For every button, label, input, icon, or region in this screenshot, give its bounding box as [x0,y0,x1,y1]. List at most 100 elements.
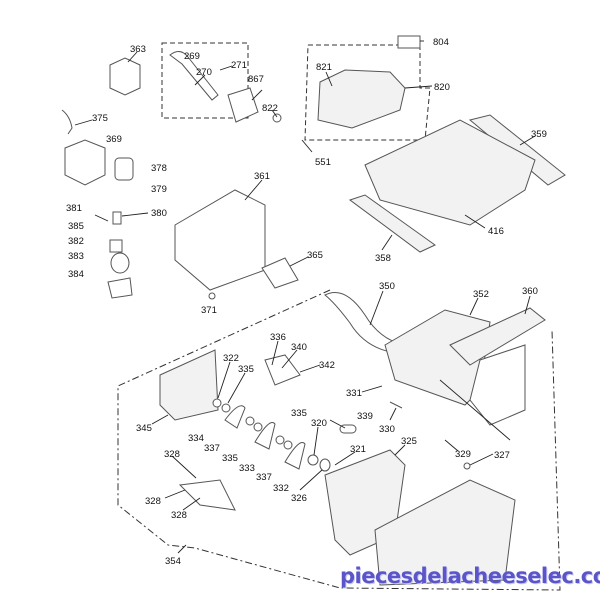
callout: 867 [248,74,264,85]
part-335b [253,422,263,432]
part-365 [261,257,299,289]
leader-line [194,74,206,86]
part-360-side [469,344,526,426]
part-358 [348,194,436,253]
callout: 337 [256,472,272,483]
part-360 [449,307,546,366]
leader-line [299,364,321,373]
callout: 385 [68,221,84,232]
kit-box-271 [161,42,249,119]
leader-line [464,214,486,229]
part-371 [208,292,216,300]
leader-line [227,372,246,404]
callout: 328 [164,449,180,460]
callout: 269 [184,51,200,62]
callout: 334 [188,433,204,444]
part-327 [463,462,471,470]
leader-line [244,179,263,201]
callout: 335 [291,408,307,419]
leader-line [329,419,346,429]
part-369 [64,139,106,186]
callout: 551 [315,157,331,168]
callout: 365 [307,250,323,261]
part-382 [109,239,123,253]
callout: 339 [357,411,373,422]
leader-line [74,119,93,126]
callout: 270 [196,67,212,78]
leader-line [164,489,186,499]
leader-line [361,385,383,393]
callout: 379 [151,184,167,195]
callout: 329 [455,449,471,460]
leader-line [394,444,406,456]
part-551 [301,139,313,153]
part-332 [284,442,306,470]
callout: 375 [92,113,108,124]
callout: 350 [379,281,395,292]
callout: 326 [291,493,307,504]
leader-line [121,212,149,217]
part-345 [159,349,219,421]
part-867 [227,87,259,123]
callout: 371 [201,305,217,316]
leader-line [271,340,279,366]
part-shapes [61,35,566,586]
leader-line [151,414,169,425]
callout: 336 [270,332,286,343]
callout: 360 [522,286,538,297]
leader-lines [74,40,536,554]
callout: 361 [254,171,270,182]
callout: 369 [106,134,122,145]
callout: 333 [239,463,255,474]
callout: 342 [319,360,335,371]
callout: 271 [231,60,247,71]
leader-line [171,455,197,479]
part-335 [221,403,231,413]
leader-line [444,439,459,452]
part-333 [254,422,276,450]
part-361 [174,189,266,291]
callout: 340 [291,342,307,353]
callout: 804 [433,37,449,48]
part-416-shelf [364,119,536,226]
leader-line [469,453,494,466]
part-383 [110,252,130,274]
part-381 [94,214,109,222]
callout: 383 [68,251,84,262]
part-384 [107,277,133,299]
callout: 331 [346,388,362,399]
leader-line [404,85,433,89]
callout: 820 [434,82,450,93]
callout: 363 [130,44,146,55]
leader-line [389,407,397,421]
part-380 [112,211,122,225]
callout: 337 [204,443,220,454]
callout: 822 [262,103,278,114]
callout: 335 [222,453,238,464]
callout: 322 [223,353,239,364]
callout: 327 [494,450,510,461]
part-320 [307,454,319,466]
callout-labels: 363 269 270 271 867 822 821 804 820 375 … [66,37,547,567]
leader-line [369,290,384,326]
part-804 [397,35,421,49]
callout: 378 [151,163,167,174]
part-342 [264,354,301,386]
callout: 380 [151,208,167,219]
callout: 416 [488,226,504,237]
part-354-chute [374,479,516,586]
leader-line [127,51,138,63]
leader-line [281,349,298,369]
callout: 332 [273,483,289,494]
leader-line [381,234,393,251]
callout: 382 [68,236,84,247]
leader-line [334,451,356,466]
leader-line [182,497,201,511]
watermark: piecesdelacheeselec.com [340,564,600,588]
leader-line [219,65,233,71]
leader-line [299,469,323,491]
part-330 [389,401,403,409]
part-337 [245,416,255,426]
callout: 354 [165,556,181,567]
